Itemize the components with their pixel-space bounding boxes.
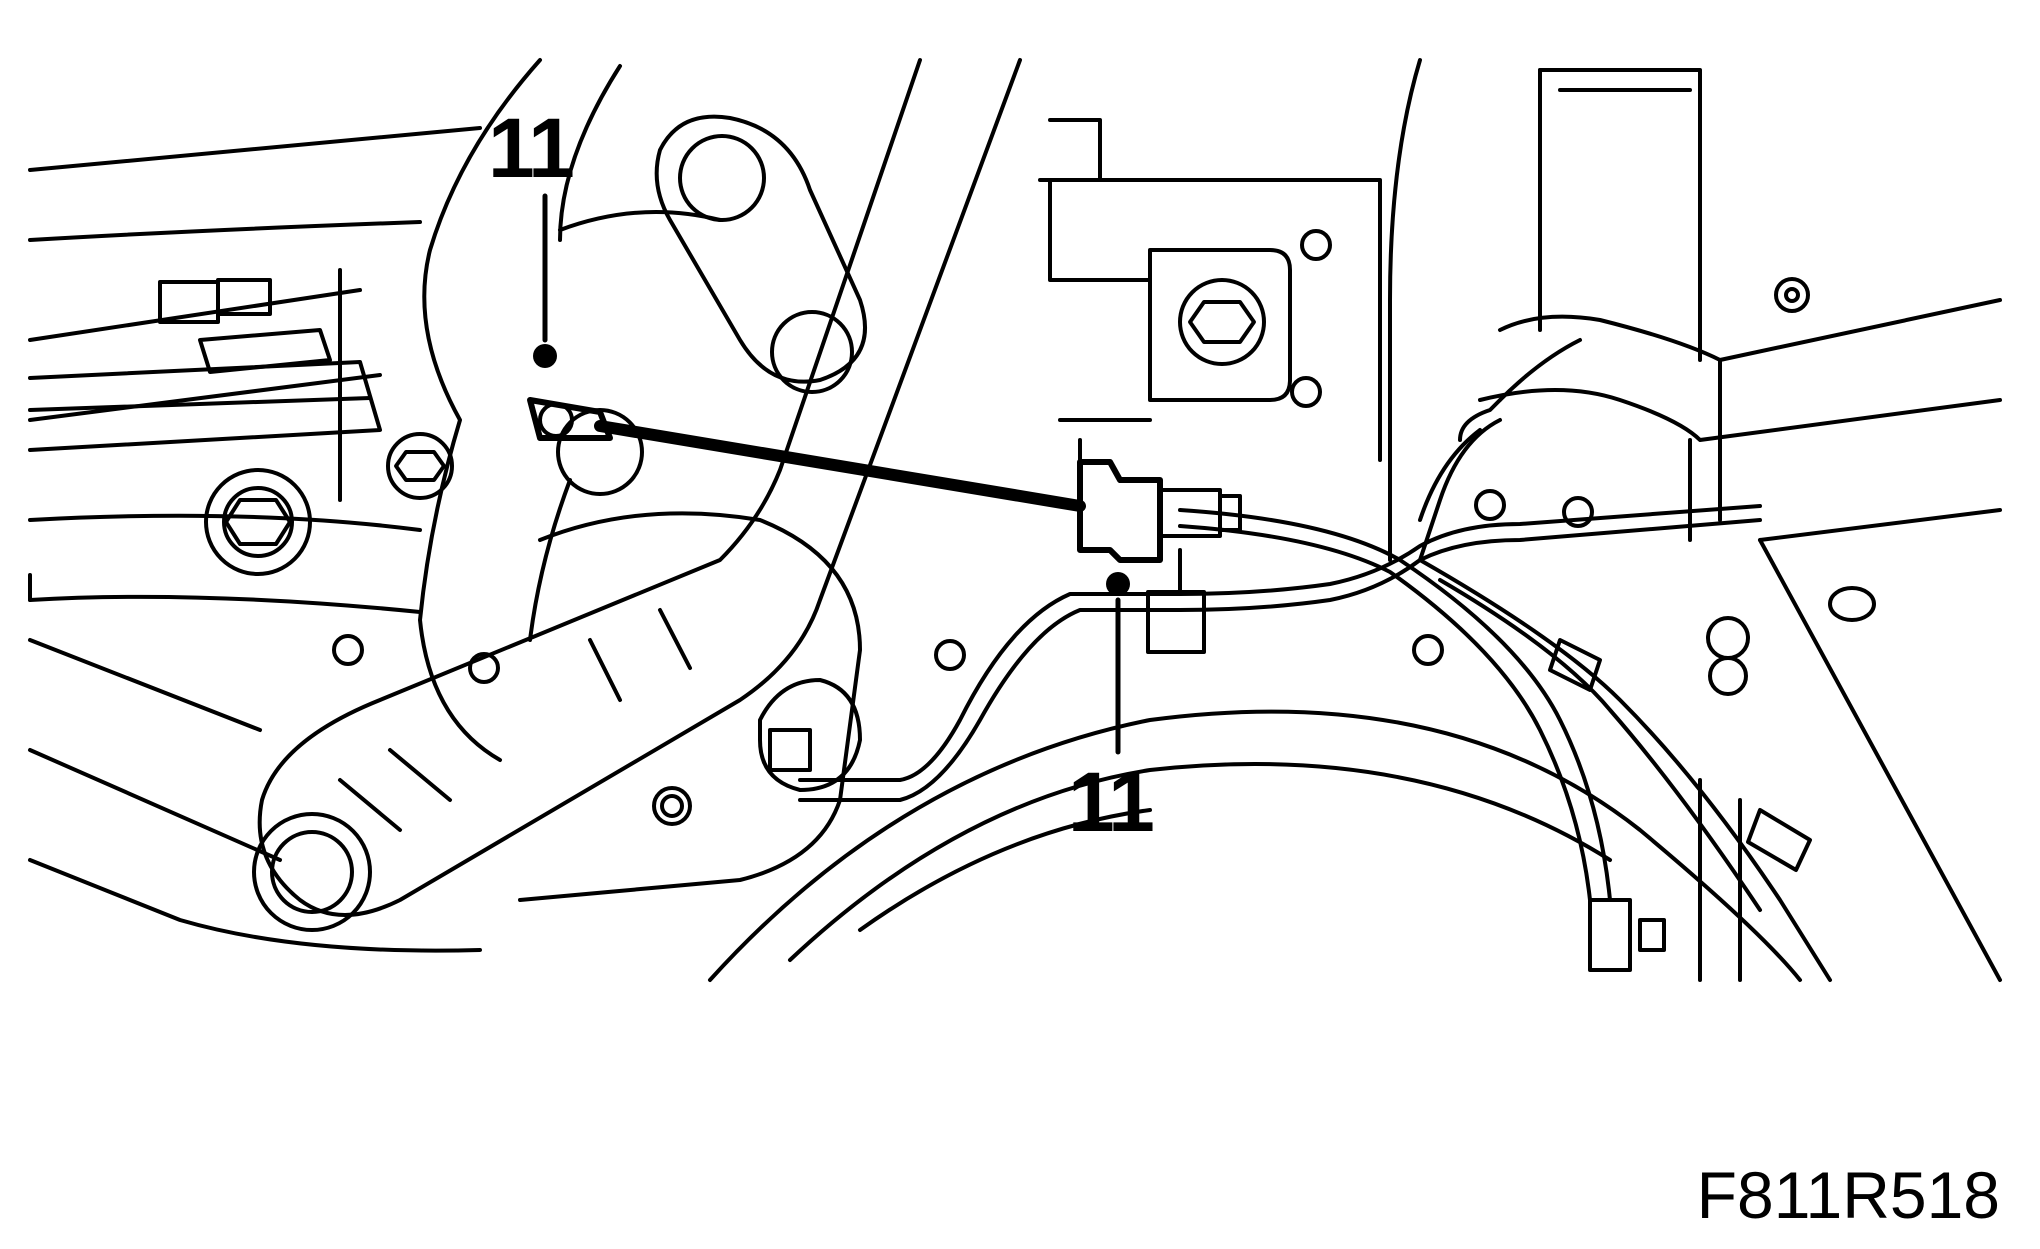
right-housing [1038,58,1810,562]
callout-dot-bottom [1106,572,1130,596]
right-frame-details [1412,489,1876,982]
figure-code: F811R518 [1696,1158,2000,1232]
control-arm [252,58,1022,932]
knuckle-body [332,511,966,902]
rocker-link [654,114,867,394]
sensor-cable [527,397,1086,512]
hex-bolt-mid-left [386,432,454,500]
speed-sensor-connector [1077,459,1242,592]
wheel-hub-arcs [708,709,1802,982]
hex-bolt-left [204,468,312,576]
callout-leaders [533,193,1130,755]
callout-label-bottom: 11 [1068,755,1155,849]
callout-dot-top [533,344,557,368]
actuator-block [28,268,382,502]
callout-label-top: 11 [488,101,575,195]
brake-lines [798,338,1832,982]
right-spring-tube [1478,298,2002,982]
left-frame-rails [28,126,482,953]
